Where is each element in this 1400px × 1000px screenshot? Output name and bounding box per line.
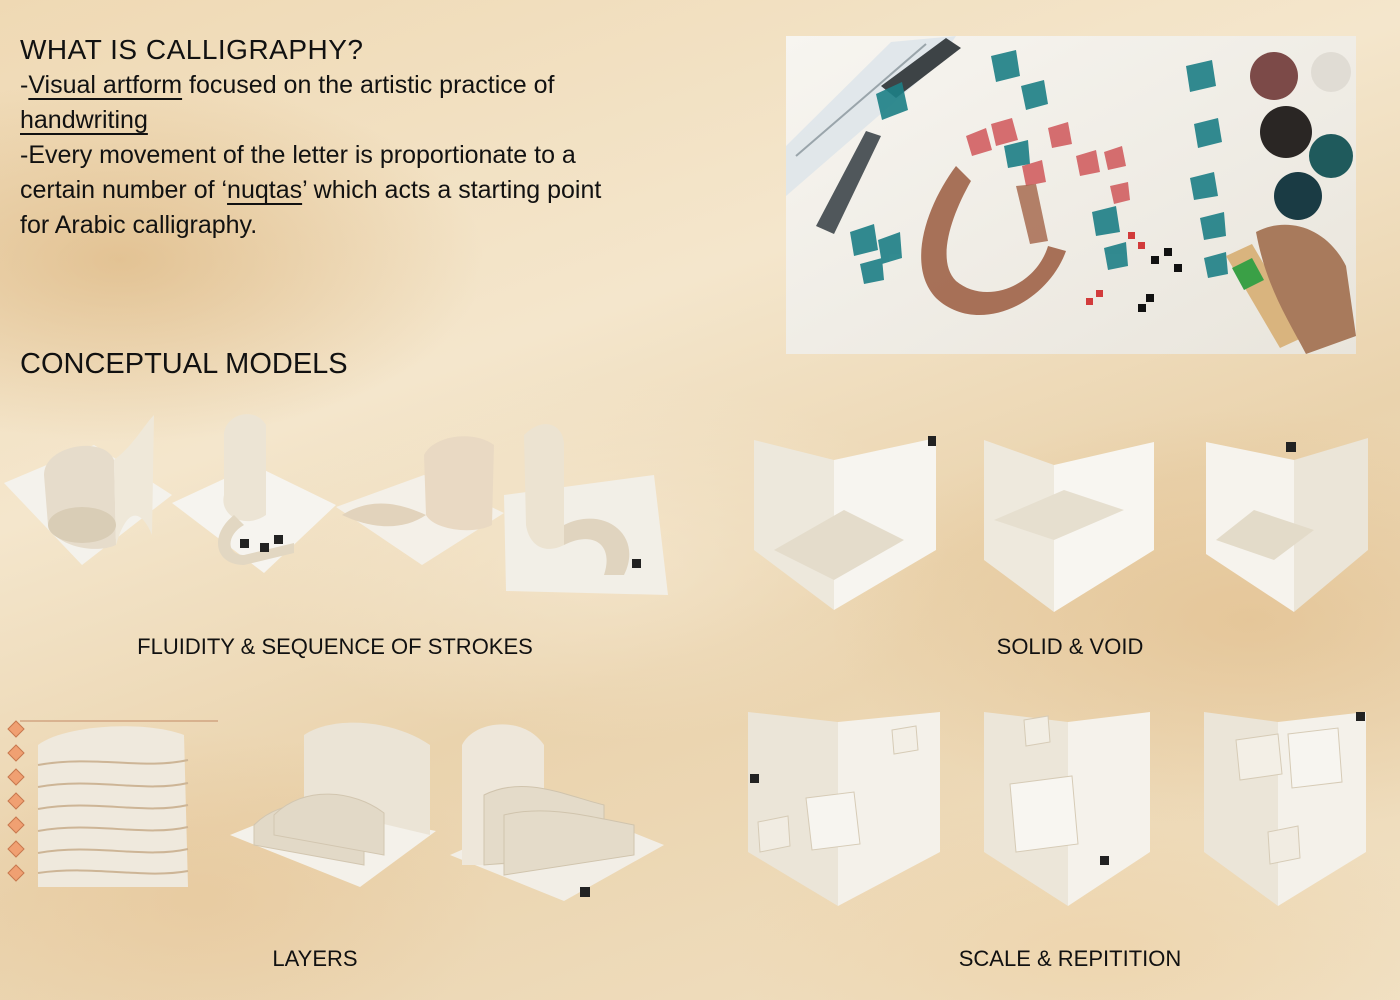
- layers-models-row: [4, 715, 670, 905]
- layers-model-2: [230, 722, 436, 887]
- visual-artform-term: Visual artform: [28, 71, 183, 99]
- intro-heading: WHAT IS CALLIGRAPHY?: [20, 34, 364, 65]
- fluidity-model-4: [504, 424, 668, 595]
- scale-models-row: [748, 712, 1368, 908]
- intro-text: -Visual artform focused on the artistic …: [20, 68, 760, 243]
- scale-model-3: [1204, 712, 1366, 906]
- solid-void-caption: SOLID & VOID: [996, 634, 1144, 659]
- solid-void-model-3: [1206, 438, 1368, 612]
- fluidity-models-row: [4, 405, 672, 605]
- scale-model-2: [984, 712, 1150, 906]
- intro-line1-rest: focused on the artistic practice of: [182, 71, 555, 99]
- calligraphy-photo: [786, 36, 1356, 354]
- layers-caption: LAYERS: [272, 946, 358, 971]
- conceptual-models-heading: CONCEPTUAL MODELS: [20, 348, 348, 380]
- fluidity-model-1: [4, 415, 172, 565]
- solid-void-model-1: [754, 436, 936, 610]
- solid-void-model-2: [984, 440, 1154, 612]
- layers-model-1: [7, 720, 218, 887]
- intro-line4-prefix: certain number of ‘: [20, 176, 228, 204]
- solid-void-models-row: [754, 430, 1370, 620]
- scale-model-1: [748, 712, 940, 906]
- intro-line5: for Arabic calligraphy.: [20, 211, 258, 239]
- fluidity-model-3: [336, 436, 504, 565]
- nuqtas-term: nuqtas: [227, 176, 303, 204]
- fluidity-caption: FLUIDITY & SEQUENCE OF STROKES: [137, 634, 533, 659]
- fluidity-model-2: [172, 414, 336, 573]
- layers-model-3: [450, 724, 664, 901]
- intro-line1-prefix: -: [20, 71, 29, 99]
- scale-caption: SCALE & REPITITION: [958, 946, 1182, 971]
- handwriting-term: handwriting: [20, 106, 148, 134]
- intro-line3: -Every movement of the letter is proport…: [20, 141, 576, 169]
- intro-line4-rest: ’ which acts a starting point: [302, 176, 602, 204]
